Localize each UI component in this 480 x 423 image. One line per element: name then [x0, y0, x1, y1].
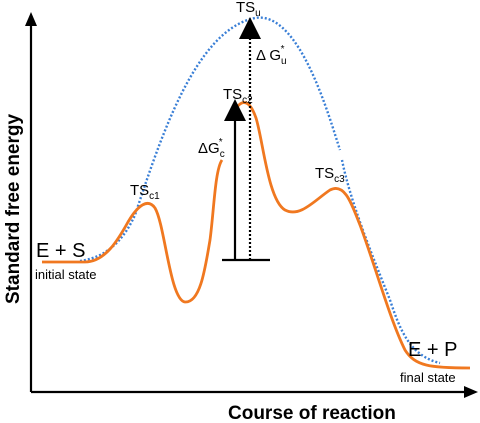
delta-g-c-label: ΔGc* — [198, 137, 225, 160]
uncatalyzed-curve — [79, 16, 342, 263]
y-axis-title: Standard free energy — [3, 114, 24, 304]
ts-c2-label: TSc2 — [223, 86, 253, 106]
x-axis-title: Course of reaction — [228, 403, 396, 423]
y-axis-arrowhead — [25, 12, 37, 26]
ts-u-label: TSu — [236, 0, 261, 19]
ts-c1-label: TSc1 — [130, 182, 160, 202]
initial-state-note: initial state — [35, 267, 96, 282]
final-state-note: final state — [400, 370, 456, 385]
initial-state-label: E + S — [36, 240, 85, 262]
final-state-label: E + P — [408, 339, 457, 361]
delta-g-u-label: Δ Gu* — [256, 44, 287, 67]
ts-c3-label: TSc3 — [315, 165, 345, 185]
catalyzed-curve-peak — [230, 101, 471, 370]
uncatalyzed-curve-descent — [340, 159, 441, 365]
x-axis-arrowhead — [464, 386, 478, 398]
catalyzed-curve — [42, 159, 224, 304]
